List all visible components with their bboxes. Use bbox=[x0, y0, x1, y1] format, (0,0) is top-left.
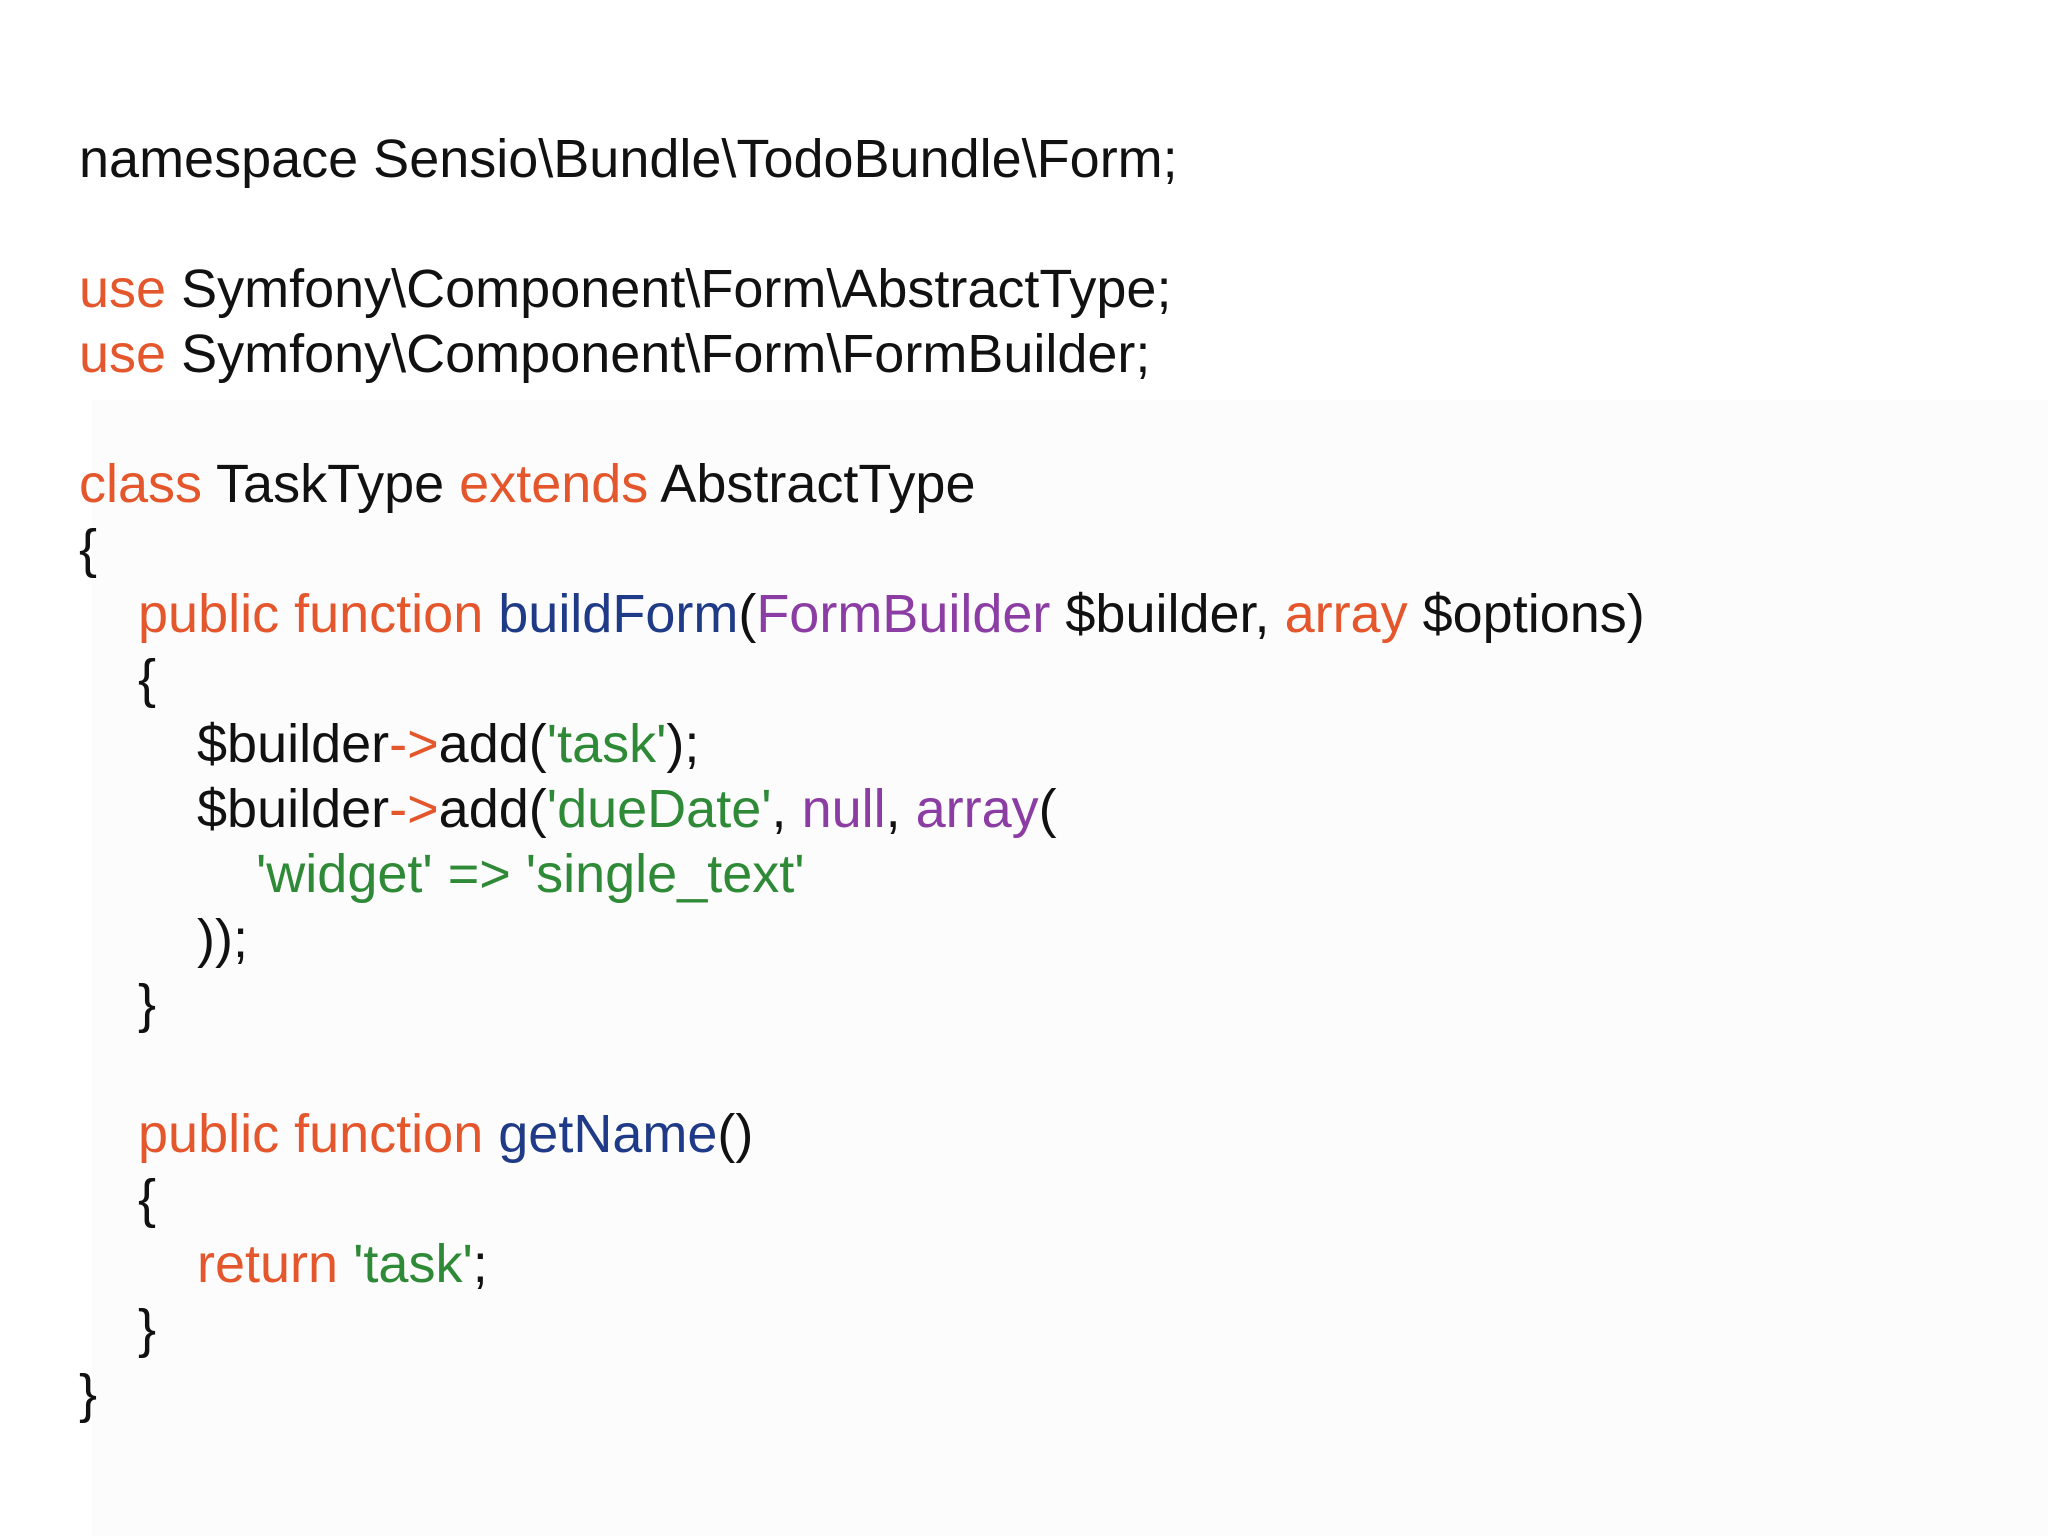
code-token-keyword: extends bbox=[459, 454, 649, 514]
code-token-plain: AbstractType bbox=[648, 454, 976, 514]
code-token-keyword: use bbox=[79, 324, 167, 384]
code-token-type: FormBuilder bbox=[756, 584, 1051, 644]
code-token-string: 'task' bbox=[353, 1234, 473, 1294]
blank-line bbox=[79, 387, 1645, 452]
code-line: class TaskType extends AbstractType bbox=[79, 452, 1645, 517]
code-token-plain: namespace Sensio\Bundle\TodoBundle\Form; bbox=[79, 129, 1178, 189]
code-line: )); bbox=[79, 907, 1645, 972]
code-token-plain: { bbox=[138, 1169, 157, 1229]
code-token-function: buildForm bbox=[498, 584, 739, 644]
code-token-keyword: public function bbox=[138, 1104, 484, 1164]
code-token-type: null bbox=[801, 779, 886, 839]
code-line: { bbox=[79, 1167, 1645, 1232]
code-token-type: array bbox=[915, 779, 1039, 839]
code-token-plain: { bbox=[138, 649, 157, 709]
code-token-string: 'dueDate' bbox=[546, 779, 772, 839]
code-token-plain: Symfony\Component\Form\FormBuilder; bbox=[166, 324, 1151, 384]
code-token-keyword: public function bbox=[138, 584, 484, 644]
code-line: public function getName() bbox=[79, 1102, 1645, 1167]
background-shade bbox=[92, 400, 2048, 1536]
code-token-plain bbox=[483, 1104, 498, 1164]
code-line: 'widget' => 'single_text' bbox=[79, 842, 1645, 907]
code-token-plain: TaskType bbox=[202, 454, 460, 514]
code-token-plain: } bbox=[138, 1299, 157, 1359]
code-token-plain: add( bbox=[438, 714, 547, 774]
code-token-plain: ; bbox=[472, 1234, 488, 1294]
code-token-plain: , bbox=[771, 779, 802, 839]
code-block: namespace Sensio\Bundle\TodoBundle\Form;… bbox=[79, 127, 1645, 1427]
blank-line bbox=[79, 1037, 1645, 1102]
code-token-plain: { bbox=[79, 519, 98, 579]
code-token-keyword: -> bbox=[389, 779, 439, 839]
code-token-plain: $builder bbox=[197, 779, 390, 839]
code-token-plain: add( bbox=[438, 779, 547, 839]
code-token-plain: } bbox=[138, 974, 157, 1034]
code-token-keyword: -> bbox=[389, 714, 439, 774]
blank-line bbox=[79, 192, 1645, 257]
code-token-plain: $options) bbox=[1407, 584, 1645, 644]
code-line: { bbox=[79, 517, 1645, 582]
code-token-plain: )); bbox=[197, 909, 248, 969]
code-token-keyword: class bbox=[79, 454, 203, 514]
code-line: } bbox=[79, 972, 1645, 1037]
code-token-string: 'widget' => 'single_text' bbox=[256, 844, 805, 904]
code-line: $builder->add('task'); bbox=[79, 712, 1645, 777]
code-token-keyword: array bbox=[1284, 584, 1408, 644]
code-line: $builder->add('dueDate', null, array( bbox=[79, 777, 1645, 842]
code-token-plain: ( bbox=[738, 584, 757, 644]
code-token-plain: Symfony\Component\Form\AbstractType; bbox=[166, 259, 1172, 319]
code-token-function: getName bbox=[498, 1104, 718, 1164]
code-line: namespace Sensio\Bundle\TodoBundle\Form; bbox=[79, 127, 1645, 192]
code-line: public function buildForm(FormBuilder $b… bbox=[79, 582, 1645, 647]
code-token-plain: ); bbox=[666, 714, 700, 774]
code-line: } bbox=[79, 1362, 1645, 1427]
code-token-keyword: return bbox=[197, 1234, 339, 1294]
code-line: return 'task'; bbox=[79, 1232, 1645, 1297]
code-line: { bbox=[79, 647, 1645, 712]
code-token-string: 'task' bbox=[546, 714, 667, 774]
code-line: use Symfony\Component\Form\FormBuilder; bbox=[79, 322, 1645, 387]
code-token-plain: } bbox=[79, 1364, 98, 1424]
code-token-plain: () bbox=[717, 1104, 754, 1164]
code-token-plain bbox=[338, 1234, 353, 1294]
code-token-plain: $builder bbox=[197, 714, 390, 774]
code-token-plain: $builder, bbox=[1050, 584, 1285, 644]
code-line: use Symfony\Component\Form\AbstractType; bbox=[79, 257, 1645, 322]
code-token-plain: , bbox=[885, 779, 916, 839]
code-token-plain bbox=[483, 584, 498, 644]
code-token-keyword: use bbox=[79, 259, 167, 319]
code-line: } bbox=[79, 1297, 1645, 1362]
code-token-plain: ( bbox=[1038, 779, 1057, 839]
